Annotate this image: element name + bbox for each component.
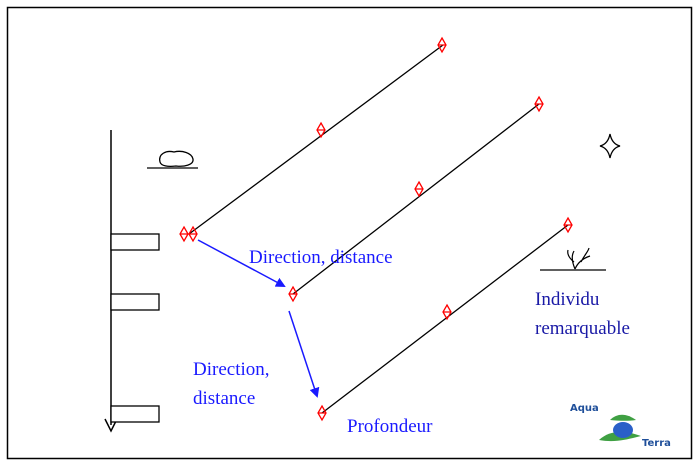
distance-label: distance xyxy=(193,388,255,410)
marker-icon xyxy=(438,38,446,52)
direction-label: Direction, xyxy=(193,359,270,381)
marker-icon xyxy=(318,406,326,420)
marker-icon xyxy=(317,123,325,137)
remarquable-label: remarquable xyxy=(535,318,630,340)
marker-icon xyxy=(564,218,572,232)
depth-level-box xyxy=(111,294,159,310)
logo-word-terra: Terra xyxy=(642,438,671,449)
plant-icon xyxy=(540,248,606,270)
depth-level-box xyxy=(111,234,159,250)
profondeur-label: Profondeur xyxy=(347,416,432,438)
direction-arrow xyxy=(289,311,317,396)
transect-line xyxy=(189,45,443,234)
depth-axis xyxy=(105,130,117,431)
individu-label: Individu xyxy=(535,289,599,311)
marker-icon xyxy=(535,97,543,111)
marker-icon xyxy=(180,227,188,241)
frame-border xyxy=(8,8,692,459)
rock-icon xyxy=(147,151,198,168)
depth-level-box xyxy=(111,406,159,422)
direction-distance-label: Direction, distance xyxy=(249,247,393,269)
star-icon xyxy=(600,134,620,158)
marker-icon xyxy=(289,287,297,301)
aqua-terra-logo: Aqua Terra xyxy=(566,400,690,458)
logo-mark-icon xyxy=(566,400,690,458)
